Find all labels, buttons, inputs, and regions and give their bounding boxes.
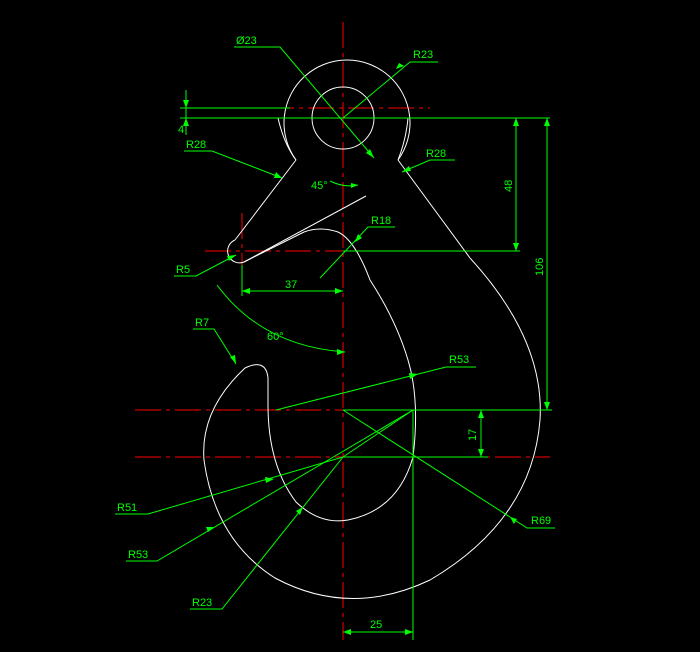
angle60-arrow [337,349,345,355]
r53-upper-leader [275,366,476,411]
right-shank-line [397,159,471,259]
r18-leader [319,226,395,279]
dia23-label: Ø23 [236,35,257,47]
dim25-arrow-right [405,629,413,635]
left-r53-arc [203,367,246,461]
r5-label: R5 [176,264,190,276]
r53-upper-label: R53 [449,354,469,366]
r7-label: R7 [195,317,209,329]
r28-right-label: R28 [426,148,446,160]
r5-leader [174,254,237,277]
r5-arrow [227,255,236,261]
r53-lower-arrow [206,527,215,532]
dim25-label: 25 [370,619,382,631]
r28-left-label: R28 [186,139,206,151]
dim106-arrow-bottom [544,402,550,410]
construct-diag [342,409,414,458]
dim106-label: 106 [534,258,546,276]
dim17-arrow-bottom [478,449,484,457]
r18-label: R18 [371,215,391,227]
r7-tip [244,364,269,405]
dia23-arrow [366,149,374,158]
r7-arrow [230,355,236,364]
r28-left-leader [184,150,283,179]
r23-lower-label: R23 [192,597,212,609]
r28-right-arrow [402,166,411,172]
left-shank-line [234,159,297,241]
dim37-arrow-right [335,288,343,294]
r28-left-arrow [274,172,282,178]
r5-tip-arc [227,239,245,264]
r23-top-label: R23 [413,49,433,61]
angle60-arc [216,284,346,353]
dim25-arrow-left [343,629,351,635]
r51-leader [115,456,344,515]
dim17-arrow-top [478,410,484,418]
dim17-label: 17 [467,429,479,441]
sixty-degree-edge [243,195,367,263]
r28-right-leader [401,159,455,173]
r53-lower-leader [126,409,414,562]
inner-r23-curve [267,404,414,522]
eye-outer-arc [283,59,411,161]
dim48-arrow-bottom [513,243,519,251]
inner-neck-line [243,231,305,263]
r23-top-leader [342,61,438,119]
dim106-arrow-top [544,118,550,126]
inner-r53-arc [369,279,417,458]
angle60-label: 60° [267,331,284,343]
r23-top-arrow [396,63,404,69]
right-r28-blend [397,117,409,161]
r69-radius-line [342,409,511,518]
angle45-label: 45° [311,180,328,192]
r53-lower-label: R53 [128,549,148,561]
dim48-arrow-top [513,118,519,126]
r18-arrow [355,234,362,242]
r69-label: R69 [531,515,551,527]
dim4-arrow-top [183,100,189,108]
dia23-leader [234,46,375,159]
r7-leader [193,328,237,365]
dim37-arrow-left [242,288,250,294]
r23-lower-arrow [296,507,303,515]
r18-arc [303,228,371,281]
r51-arrow [265,477,274,483]
dim37-label: 37 [285,279,297,291]
dim4-arrow-bottom [183,118,189,126]
dim4-label: 4 [178,124,184,136]
r51-label: R51 [117,502,137,514]
left-r28-blend [277,117,297,161]
angle45-arrow [351,183,358,188]
r53-upper-arrow [409,373,418,379]
dim48-label: 48 [503,180,515,192]
r69-arrow [510,517,517,524]
outer-r69-arc [203,257,541,599]
